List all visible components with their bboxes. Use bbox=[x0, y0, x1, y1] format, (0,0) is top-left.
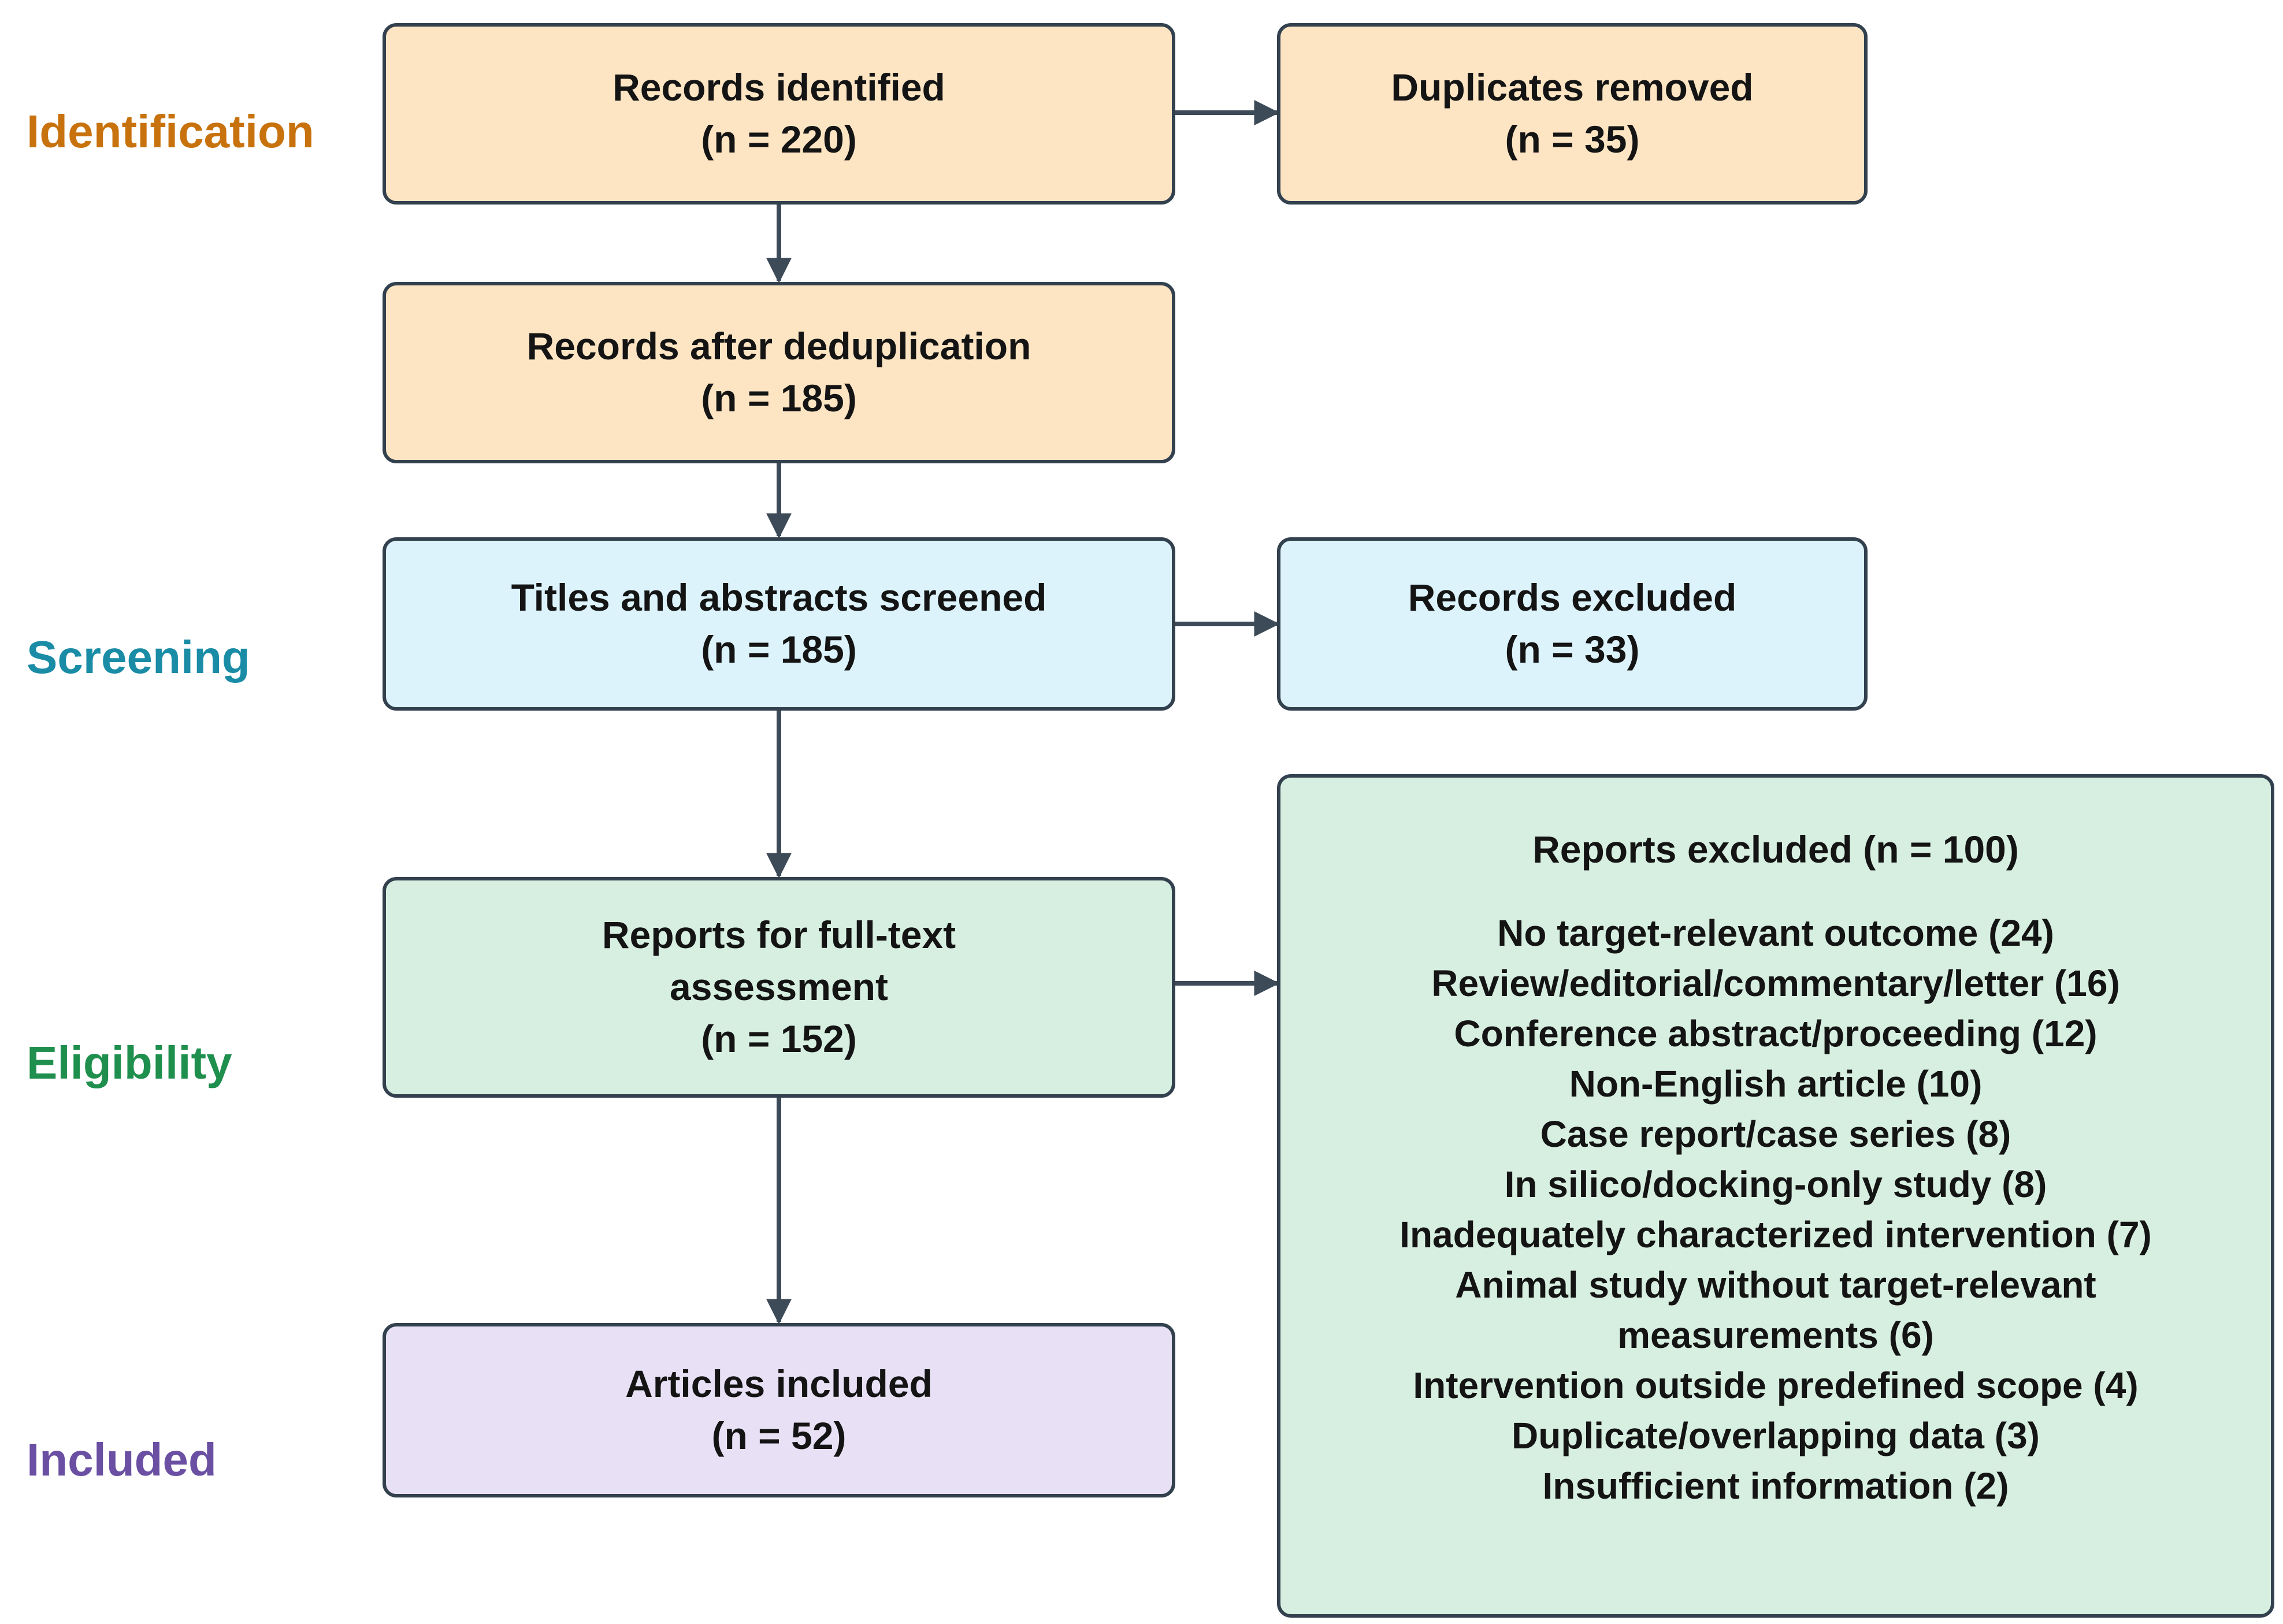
exclusion-reason: Inadequately characterized intervention … bbox=[1400, 1213, 2152, 1255]
exclusion-reason: No target-relevant outcome (24) bbox=[1497, 912, 2054, 954]
exclusion-reasons-list: No target-relevant outcome (24) Review/e… bbox=[1280, 908, 2271, 1511]
stage-label-included: Included bbox=[27, 1434, 217, 1485]
exclusion-reason: Insufficient information (2) bbox=[1542, 1465, 2009, 1507]
box-reports-excluded: Reports excluded (n = 100) No target-rel… bbox=[1277, 774, 2274, 1618]
exclusion-reason: Conference abstract/proceeding (12) bbox=[1454, 1012, 2098, 1054]
box-title: Records after deduplication bbox=[526, 325, 1031, 368]
stage-label-screening: Screening bbox=[27, 631, 250, 683]
reports-excluded-title: Reports excluded (n = 100) bbox=[1532, 828, 2019, 871]
box-title: Records identified bbox=[612, 66, 945, 109]
box-title: Records excluded bbox=[1408, 576, 1737, 619]
exclusion-reason: Non-English article (10) bbox=[1569, 1062, 1983, 1105]
stage-label-identification: Identification bbox=[27, 106, 314, 157]
box-titles-abstracts-screened: Titles and abstracts screened (n = 185) bbox=[383, 537, 1175, 711]
stage-label-eligibility: Eligibility bbox=[27, 1037, 232, 1088]
exclusion-reason: Animal study without target-relevant mea… bbox=[1455, 1263, 2096, 1356]
box-records-identified: Records identified (n = 220) bbox=[383, 23, 1175, 205]
box-count: (n = 185) bbox=[701, 628, 857, 671]
box-title: Titles and abstracts screened bbox=[511, 576, 1047, 619]
box-title-line1: Reports for full-text bbox=[602, 913, 956, 957]
exclusion-reason: Case report/case series (8) bbox=[1540, 1113, 2011, 1155]
exclusion-reason: In silico/docking-only study (8) bbox=[1504, 1163, 2047, 1205]
box-title: Articles included bbox=[625, 1362, 933, 1406]
box-count: (n = 33) bbox=[1505, 628, 1640, 671]
box-duplicates-removed: Duplicates removed (n = 35) bbox=[1277, 23, 1868, 205]
exclusion-reason: Intervention outside predefined scope (4… bbox=[1413, 1364, 2139, 1406]
box-records-excluded: Records excluded (n = 33) bbox=[1277, 537, 1868, 711]
box-count: (n = 152) bbox=[701, 1017, 857, 1060]
box-title-line2: assessment bbox=[670, 965, 888, 1009]
exclusion-reason: Duplicate/overlapping data (3) bbox=[1512, 1414, 2040, 1456]
box-count: (n = 35) bbox=[1505, 118, 1640, 161]
box-records-after-deduplication: Records after deduplication (n = 185) bbox=[383, 282, 1175, 463]
box-count: (n = 220) bbox=[701, 118, 857, 161]
box-articles-included: Articles included (n = 52) bbox=[383, 1323, 1175, 1497]
exclusion-reason: Review/editorial/commentary/letter (16) bbox=[1431, 962, 2120, 1004]
box-reports-full-text-assessment: Reports for full-text assessment (n = 15… bbox=[383, 877, 1175, 1098]
box-count: (n = 185) bbox=[701, 377, 857, 419]
box-count: (n = 52) bbox=[711, 1414, 847, 1457]
box-title: Duplicates removed bbox=[1391, 66, 1754, 109]
